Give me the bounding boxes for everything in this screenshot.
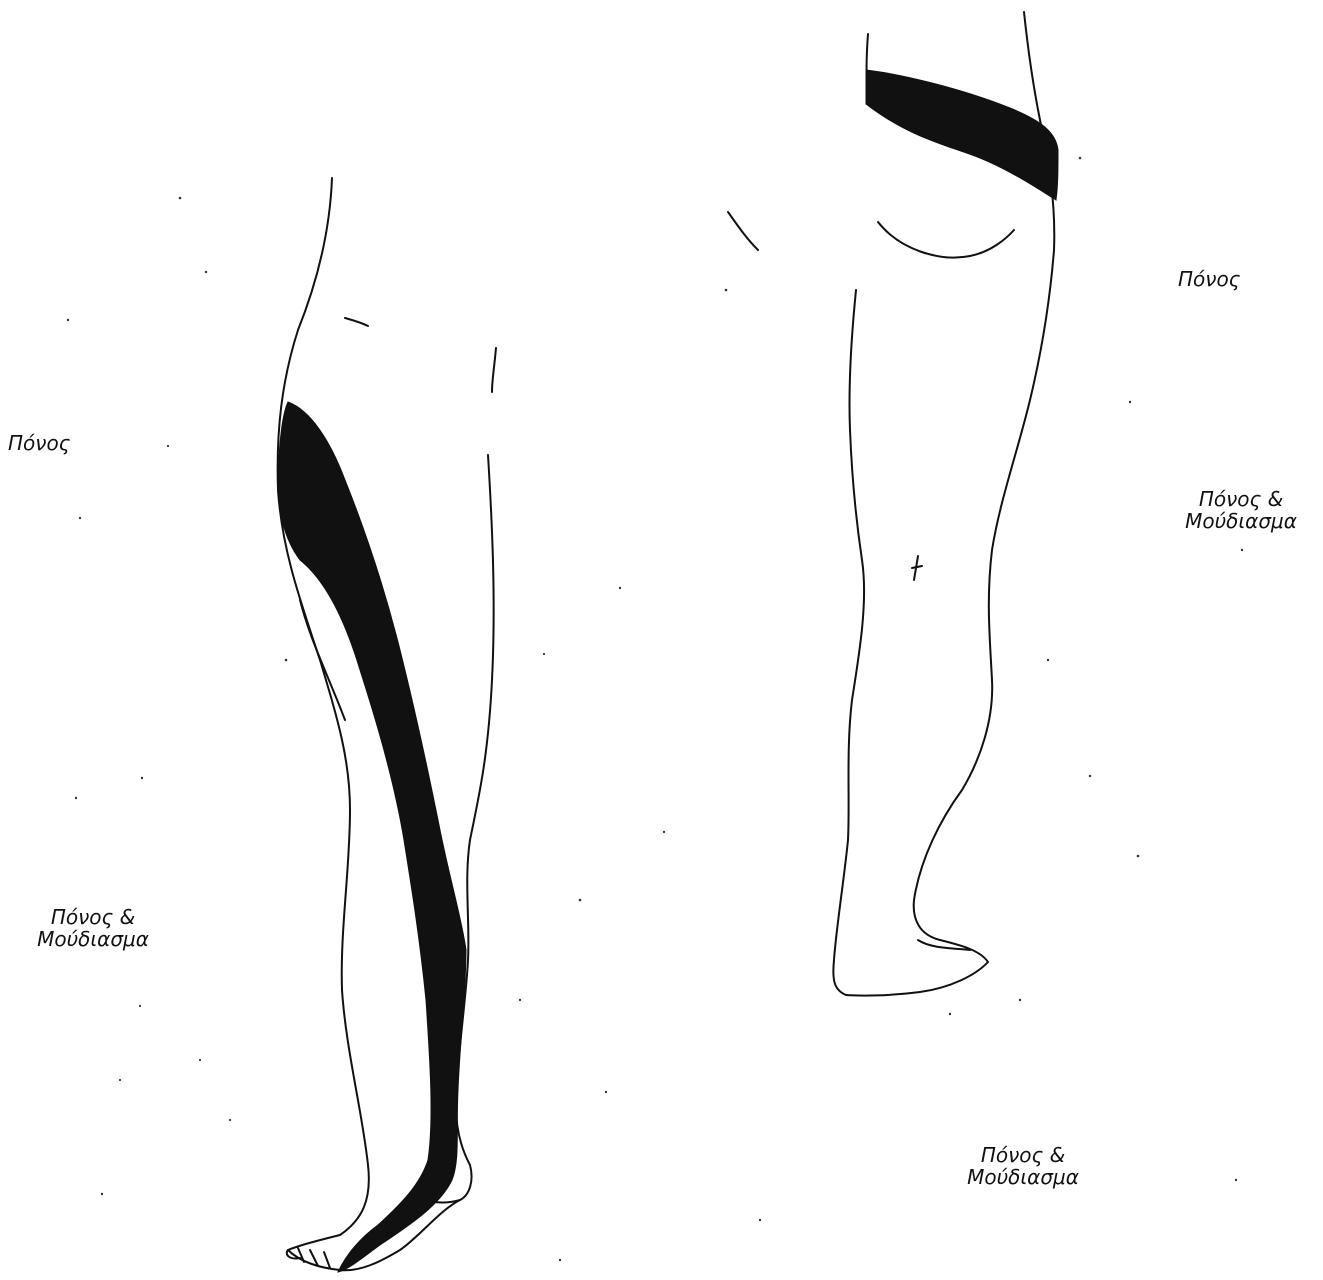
label-line-2: Μούδιασμα <box>1166 510 1316 532</box>
label-pain-left-top: Πόνος <box>8 432 70 454</box>
label-line-1: Πόνος & <box>18 906 168 928</box>
left-leg-shaded-region <box>278 402 466 1272</box>
label-line-1: Πόνος & <box>948 1144 1098 1166</box>
print-speckles <box>67 157 1243 1262</box>
label-pain-numbness-right-bottom: Πόνος & Μούδιασμα <box>948 1144 1098 1188</box>
label-line-2: Μούδιασμα <box>18 928 168 950</box>
right-leg-shaded-region <box>866 70 1058 200</box>
label-pain-numbness-right-middle: Πόνος & Μούδιασμα <box>1166 488 1316 532</box>
label-line-2: Μούδιασμα <box>948 1166 1098 1188</box>
label-pain-right-top: Πόνος <box>1178 268 1240 290</box>
label-line-1: Πόνος & <box>1166 488 1316 510</box>
label-pain-numbness-left: Πόνος & Μούδιασμα <box>18 906 168 950</box>
